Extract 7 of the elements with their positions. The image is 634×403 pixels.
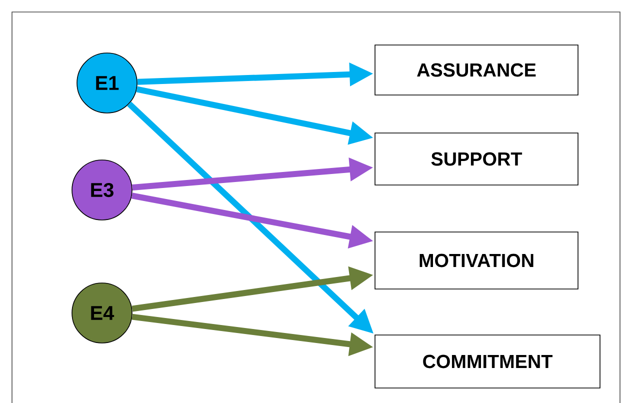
label-box: COMMITMENT <box>374 334 600 388</box>
circle-node: E3 <box>72 160 132 220</box>
label-box: MOTIVATION <box>374 232 578 290</box>
label-box: SUPPORT <box>374 132 578 186</box>
label-box: ASSURANCE <box>374 44 578 96</box>
circle-node: E4 <box>72 282 132 344</box>
circle-node: E1 <box>76 52 138 114</box>
